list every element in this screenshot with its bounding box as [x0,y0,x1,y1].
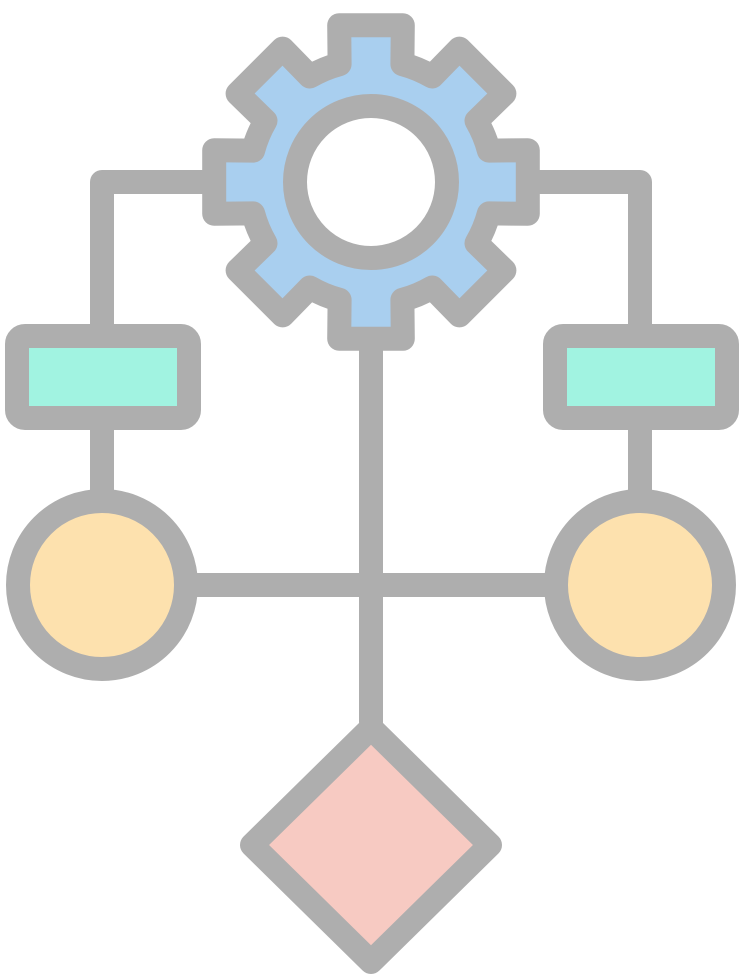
connector-gear-left [90,170,232,344]
node-circle-right [544,489,736,681]
decision-diamond [240,716,502,974]
connector-gear-right [508,170,652,344]
process-rectangle-right [543,324,739,430]
node-circle-left [6,489,198,681]
gear-hole [283,94,459,270]
connector-lines [90,170,652,734]
process-rectangle-left [5,324,201,430]
